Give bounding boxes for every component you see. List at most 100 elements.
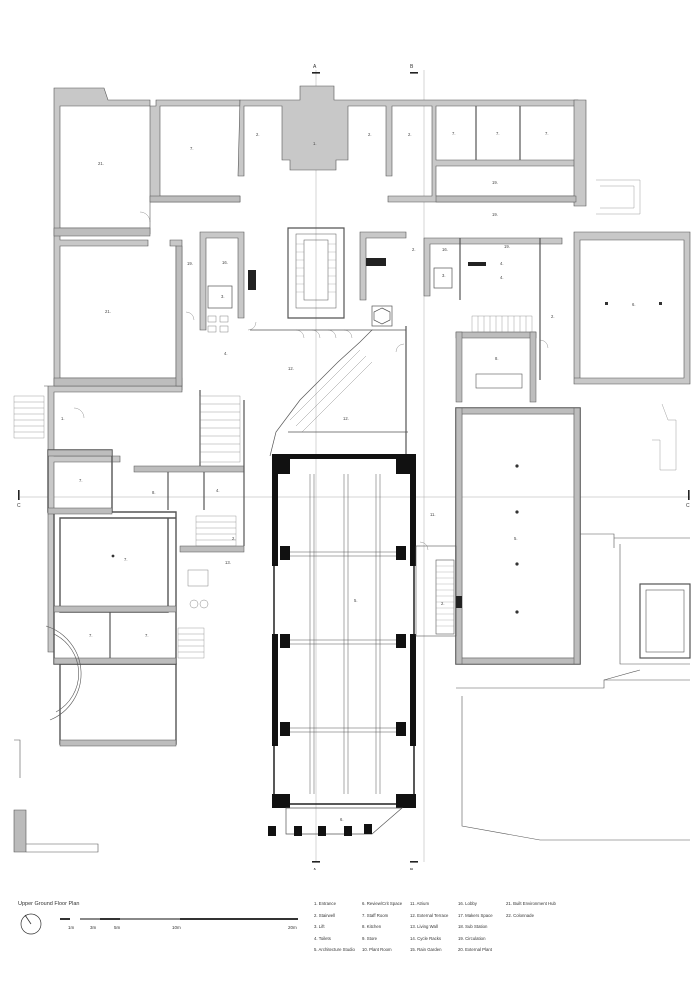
legend-item: 22. Colonnade	[506, 912, 534, 918]
lift-cores	[207, 267, 453, 327]
legend-item: 5. Architecture Studio	[314, 947, 355, 953]
room-label: 6.	[632, 302, 636, 307]
black-fills	[248, 258, 486, 608]
room-label: 8.	[152, 490, 156, 495]
section-markers	[18, 72, 690, 863]
room-label: 7.	[452, 131, 456, 136]
ne-stair	[471, 315, 533, 389]
room-label: 7.	[190, 146, 194, 151]
scale-bar-segment	[80, 918, 100, 920]
section-mark-a-top: A	[313, 64, 317, 70]
room-labels: 21. 7. 2. 1. 2. 2. 7. 7. 7. 19. 19. 19. 16. 3. 21. 4. 12…	[61, 131, 636, 822]
room-label: 2.	[368, 132, 372, 137]
room-label: 7.	[124, 557, 128, 562]
atrium-stair	[415, 545, 457, 637]
room-label: 16.	[222, 260, 228, 265]
room-label: 2.	[232, 536, 236, 541]
section-mark-c-left: C	[17, 503, 21, 509]
building-walls	[44, 85, 691, 745]
room-label: 12.	[288, 366, 294, 371]
legend-item: 2. Stairwell	[314, 912, 336, 918]
room-label: 1.	[61, 416, 65, 421]
room-label: 11.	[430, 512, 436, 517]
legend-item: 12. External Terrace	[410, 912, 449, 918]
legend-column: 21. Built Environment Hub 22. Colonnade	[506, 898, 556, 921]
room-label: 4.	[500, 275, 504, 280]
legend-item: 4. Toilets	[314, 935, 331, 941]
room-label: 7.	[145, 633, 149, 638]
room-label: 2.	[441, 601, 445, 606]
scale-bar-segment	[180, 918, 298, 920]
scale-label: 5m	[114, 925, 121, 930]
room-label: 5.	[514, 536, 518, 541]
room-label: 1.	[313, 141, 317, 146]
thick-walls	[47, 195, 581, 747]
legend-item: 8. Kitchen	[362, 924, 382, 930]
external-stairs	[13, 179, 677, 659]
room-label: 19.	[187, 261, 193, 266]
room-label: 2.	[551, 314, 555, 319]
door-swings	[73, 211, 549, 551]
main-stair	[295, 233, 337, 309]
legend-item: 7. Staff Room	[362, 912, 389, 918]
room-label: 19.	[504, 244, 510, 249]
floor-plan-drawing: 21. 7. 2. 1. 2. 2. 7. 7. 7. 19. 19. 19. 16. 3. 21. 4. 12…	[13, 64, 691, 870]
north-arrow-icon	[20, 913, 42, 935]
legend-item: 9. Store	[362, 935, 378, 941]
legend-column: 1. Entrance 2. Stairwell 3. Lift 4. Toil…	[314, 898, 362, 956]
architecture-studio	[268, 454, 416, 836]
scale-label: 3m	[90, 925, 97, 930]
lobby-outline	[250, 329, 408, 457]
room-label: 4.	[500, 261, 504, 266]
plan-title: Upper Ground Floor Plan	[18, 901, 80, 907]
legend-item: 17. Makers Space	[458, 912, 493, 918]
scale-label: 1m	[68, 925, 75, 930]
legend-item: 16. Lobby	[458, 901, 477, 906]
room-label: 19.	[492, 180, 498, 185]
sw-stair	[195, 395, 241, 547]
room-label: 7.	[79, 478, 83, 483]
room-label: 16.	[442, 247, 448, 252]
legend-item: 3. Lift	[314, 924, 325, 930]
legend-item: 20. External Plant	[458, 947, 492, 953]
room-label: 21.	[98, 161, 104, 166]
legend-item: 6. Review/Crit Space	[362, 901, 403, 906]
section-mark-a-bottom: A	[313, 868, 317, 870]
room-label: 12.	[343, 416, 349, 421]
legend-column: 11. Atrium 12. External Terrace 13. Livi…	[410, 898, 458, 956]
scale-bar-segment	[100, 918, 120, 920]
scale-bar: 1m 3m 5m 10m 20m	[60, 918, 300, 938]
legend-item: 18. Sub Station	[458, 924, 488, 930]
room-label: 19.	[492, 212, 498, 217]
scale-label: 20m	[288, 925, 297, 930]
room-label: 4.	[216, 488, 220, 493]
room-label: 2.	[412, 247, 416, 252]
room-label: 3.	[221, 294, 225, 299]
room-label: 7.	[545, 131, 549, 136]
room-label: 8.	[495, 356, 499, 361]
legend-item: 15. Rain Garden	[410, 947, 442, 953]
room-label: 3.	[442, 273, 446, 278]
room-label: 4.	[224, 351, 228, 356]
site-lines	[13, 533, 691, 853]
section-mark-b-bottom: B	[410, 868, 414, 870]
scale-bar-segment	[120, 918, 180, 920]
section-mark-b-top: B	[410, 64, 414, 70]
legend-item: 21. Built Environment Hub	[506, 901, 556, 906]
room-label: 21.	[105, 309, 111, 314]
section-mark-c-right: C	[686, 503, 690, 509]
legend-item: 1. Entrance	[314, 901, 336, 906]
terrace-steps	[289, 349, 373, 433]
column-dots	[111, 302, 662, 614]
legend-item: 13. Living Wall	[410, 924, 438, 930]
room-label: 2.	[256, 132, 260, 137]
scale-bar-segment	[60, 918, 70, 920]
room-label: 5.	[354, 598, 358, 603]
room-label: 6.	[340, 817, 344, 822]
legend-item: 11. Atrium	[410, 901, 430, 906]
legend-item: 10. Plant Room	[362, 947, 392, 953]
scale-label: 10m	[172, 925, 181, 930]
legend-item: 19. Circulation	[458, 935, 486, 941]
room-label: 7.	[89, 633, 93, 638]
room-label: 7.	[496, 131, 500, 136]
